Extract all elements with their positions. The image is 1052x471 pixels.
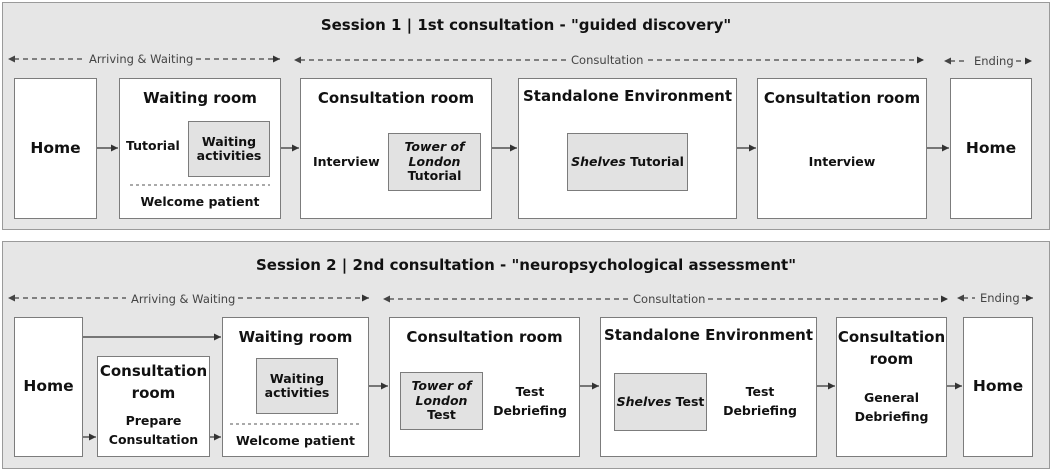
session1-tutorial-label: Tutorial — [126, 138, 180, 153]
session1-phase-arriving: Arriving & Waiting — [86, 52, 197, 66]
session2-cr2-sub-line2: Debriefing — [854, 409, 929, 424]
session2-consultation-room-2-box — [836, 317, 947, 457]
session2-prep-room-title-line1: Consultation — [99, 362, 208, 380]
session1-home-end-label: Home — [965, 139, 1017, 157]
session2-welcome-patient-label: Welcome patient — [236, 433, 355, 448]
session2-prep-room-sub-line1: Prepare — [125, 413, 182, 428]
session2-prep-room-sub-line2: Consultation — [108, 432, 199, 447]
session1-interview-2-label: Interview — [808, 154, 876, 169]
session2-phase-consultation: Consultation — [630, 292, 709, 306]
session2-tower-of-london-box: Tower of London Test — [400, 372, 483, 430]
session2-cr2-sub-line1: General — [864, 390, 919, 405]
session2-sa-test-line2: Debriefing — [723, 403, 797, 418]
session2-title: Session 2 | 2nd consultation - "neuropsy… — [255, 256, 797, 274]
session1-home-start-label: Home — [30, 139, 81, 157]
session2-home-start-label: Home — [23, 377, 74, 395]
session2-cr1-test-line1: Test — [515, 384, 545, 399]
session1-shelves-italic: Shelves — [571, 153, 626, 169]
session1-waiting-room-title: Waiting room — [143, 89, 257, 107]
session2-consultation-room-2-title-line2: room — [869, 350, 914, 368]
session2-cr1-test-line2: Debriefing — [493, 403, 567, 418]
session2-phase-ending: Ending — [977, 291, 1023, 305]
session1-phase-ending: Ending — [971, 54, 1017, 68]
session2-home-end-label: Home — [972, 377, 1024, 395]
session1-home-end-box — [950, 78, 1032, 219]
session1-standalone-title: Standalone Environment — [522, 87, 733, 105]
session2-waiting-activities-line2: activities — [264, 385, 330, 400]
session2-tol-line1: Tower of — [411, 378, 472, 394]
session1-tol-line1: Tower of — [404, 139, 465, 155]
session2-shelves-rest: Test — [671, 393, 705, 409]
session2-home-end-box — [963, 317, 1033, 457]
session1-shelves-tutorial-box: Shelves Tutorial — [567, 133, 688, 191]
session1-tower-of-london-box: Tower of London Tutorial — [388, 133, 481, 191]
session1-home-start-box — [14, 78, 97, 219]
session1-phase-consultation: Consultation — [568, 53, 647, 67]
session2-prep-room-box — [97, 356, 210, 457]
session1-consultation-room-2-title: Consultation room — [763, 89, 921, 107]
session1-consultation-room-1-title: Consultation room — [317, 89, 475, 107]
session2-tol-line3: Test — [427, 407, 456, 423]
session1-consultation-room-2-box — [757, 78, 927, 219]
session1-waiting-activities-line2: activities — [196, 148, 262, 163]
session2-consultation-room-2-title-line1: Consultation — [837, 328, 946, 346]
session2-home-start-box — [14, 317, 83, 457]
session2-tol-line2: London — [415, 392, 468, 408]
session1-waiting-activities-line1: Waiting — [201, 133, 257, 149]
session1-shelves-rest: Tutorial — [625, 153, 684, 169]
session1-tol-line3: Tutorial — [407, 168, 462, 184]
session2-phase-arriving: Arriving & Waiting — [128, 292, 239, 306]
session1-interview-label: Interview — [313, 154, 380, 169]
session2-waiting-activities-line1: Waiting — [269, 370, 325, 386]
session1-title: Session 1 | 1st consultation - "guided d… — [320, 16, 732, 34]
session2-waiting-room-title: Waiting room — [238, 328, 353, 346]
session2-prep-room-title-line2: room — [131, 384, 176, 402]
session1-welcome-patient-label: Welcome patient — [140, 194, 260, 209]
session2-consultation-room-1-title: Consultation room — [406, 328, 563, 346]
session2-shelves-italic: Shelves — [616, 393, 672, 409]
session2-shelves-test-box: Shelves Test — [614, 373, 707, 431]
session1-tol-line2: London — [408, 153, 461, 169]
session2-standalone-title: Standalone Environment — [603, 326, 814, 344]
session2-sa-test-line1: Test — [745, 384, 775, 399]
session2-waiting-activities-box: Waiting activities — [256, 358, 338, 414]
session1-waiting-activities-box: Waiting activities — [188, 121, 270, 177]
